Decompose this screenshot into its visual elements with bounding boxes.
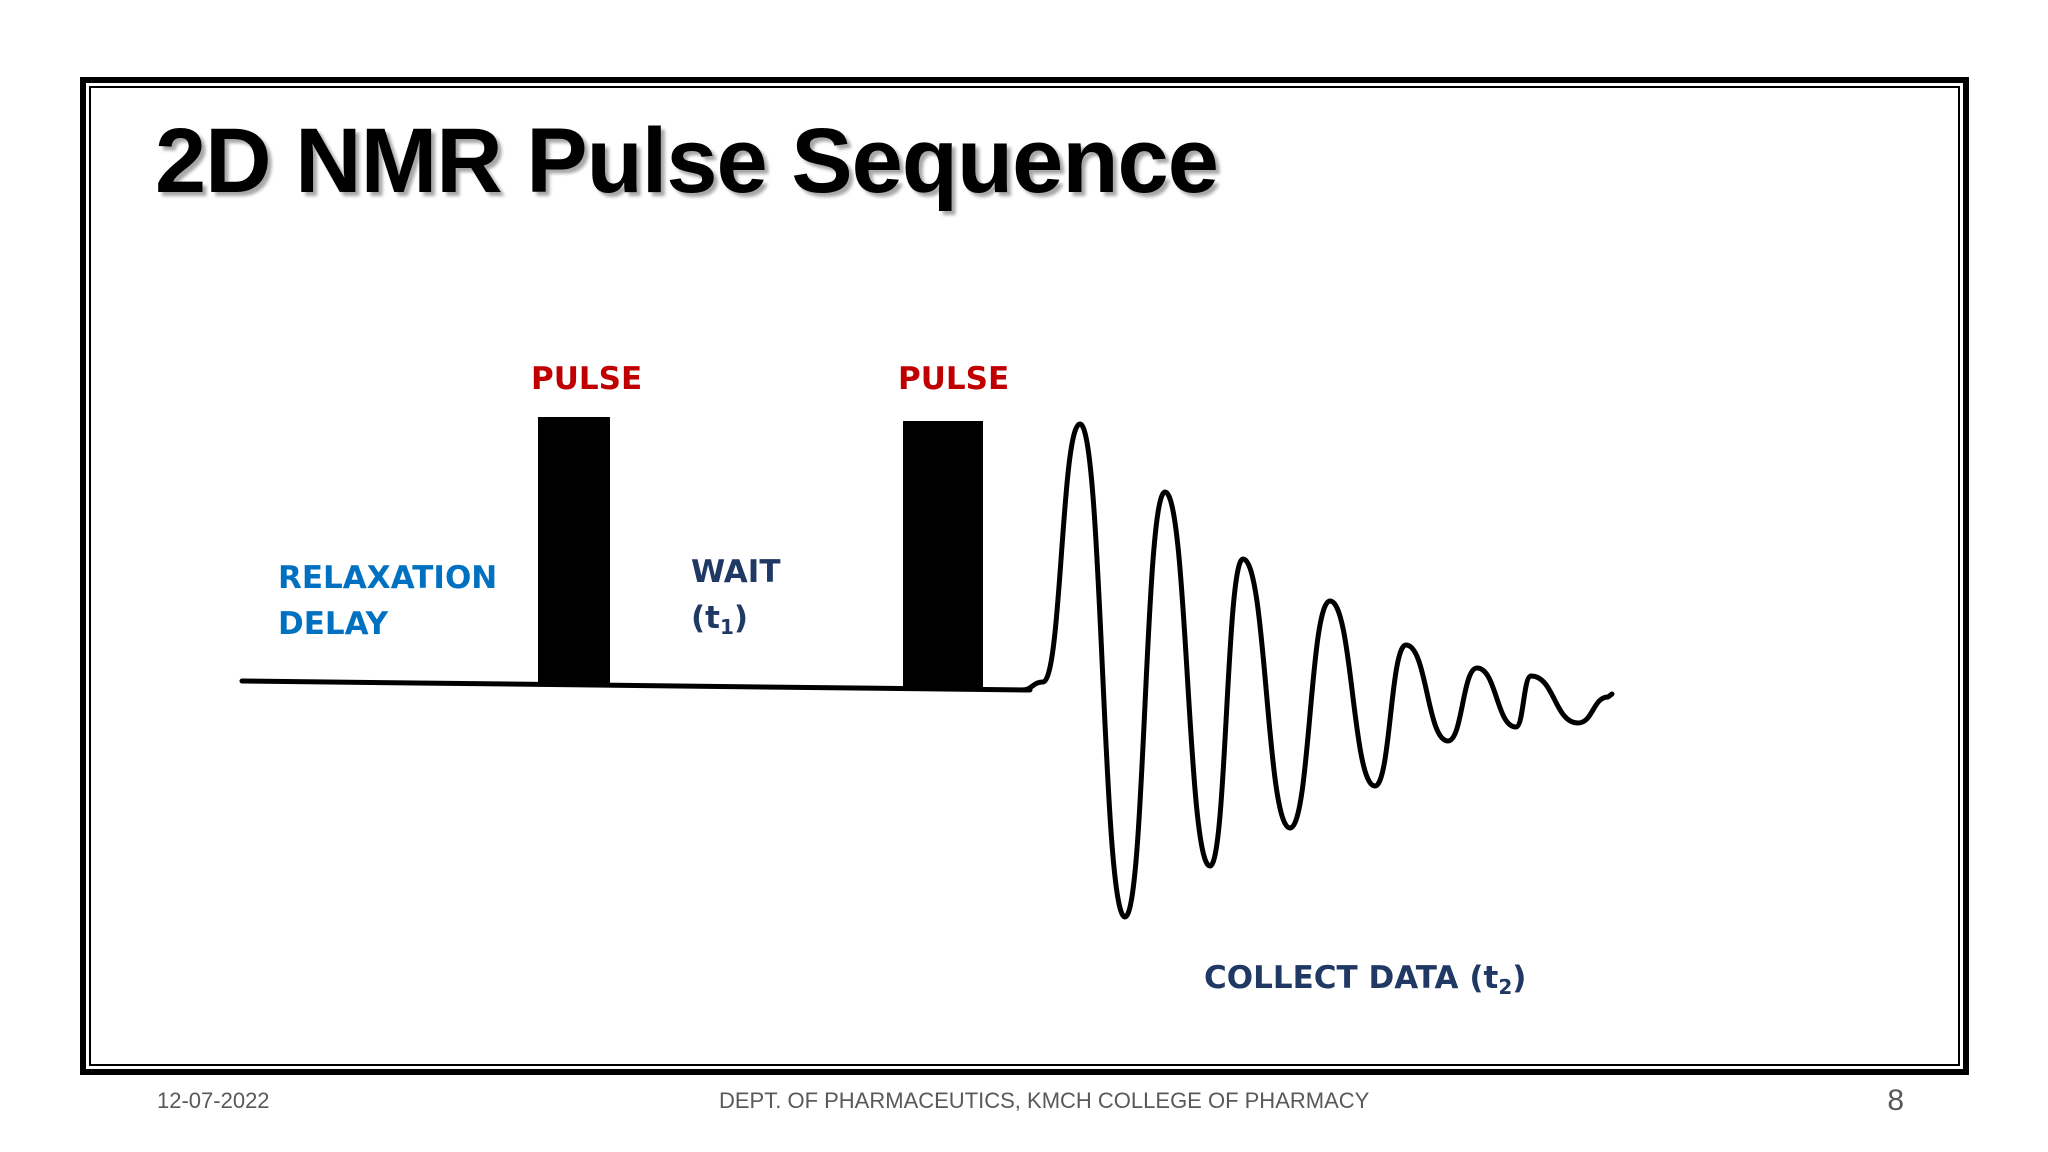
footer-date: 12-07-2022 — [157, 1088, 270, 1113]
fid-signal-curve — [1019, 421, 1615, 920]
relaxation-label-line1: RELAXATION — [278, 560, 498, 596]
collect-label-suffix: ) — [1512, 960, 1527, 996]
wait-label-subscript: 1 — [720, 615, 734, 639]
pulse-bar-1 — [538, 417, 610, 686]
wait-label-suffix: ) — [733, 600, 749, 636]
slide-frame-inner — [89, 86, 1960, 1066]
wait-label: WAIT (t1) — [691, 549, 780, 641]
slide-frame-outer — [80, 77, 1969, 1075]
collect-label-prefix: COLLECT DATA (t — [1204, 960, 1499, 996]
pulse-label-2: PULSE — [898, 361, 1010, 397]
pulse-bar-2 — [903, 421, 983, 690]
relaxation-delay-label: RELAXATION DELAY — [278, 555, 497, 647]
wait-label-line2: (t1) — [691, 595, 780, 641]
footer-department: DEPT. OF PHARMACEUTICS, KMCH COLLEGE OF … — [719, 1088, 1370, 1113]
relaxation-label-line2: DELAY — [278, 606, 389, 642]
wait-label-prefix: (t — [691, 600, 720, 636]
pulse-label-1: PULSE — [531, 361, 643, 397]
slide-title: 2D NMR Pulse Sequence — [155, 110, 1219, 212]
wait-label-line1: WAIT — [691, 554, 781, 590]
baseline-line — [239, 678, 1033, 693]
page-number: 8 — [1887, 1084, 1904, 1117]
collect-data-label: COLLECT DATA (t2) — [1204, 955, 1526, 1001]
collect-label-subscript: 2 — [1498, 975, 1513, 999]
